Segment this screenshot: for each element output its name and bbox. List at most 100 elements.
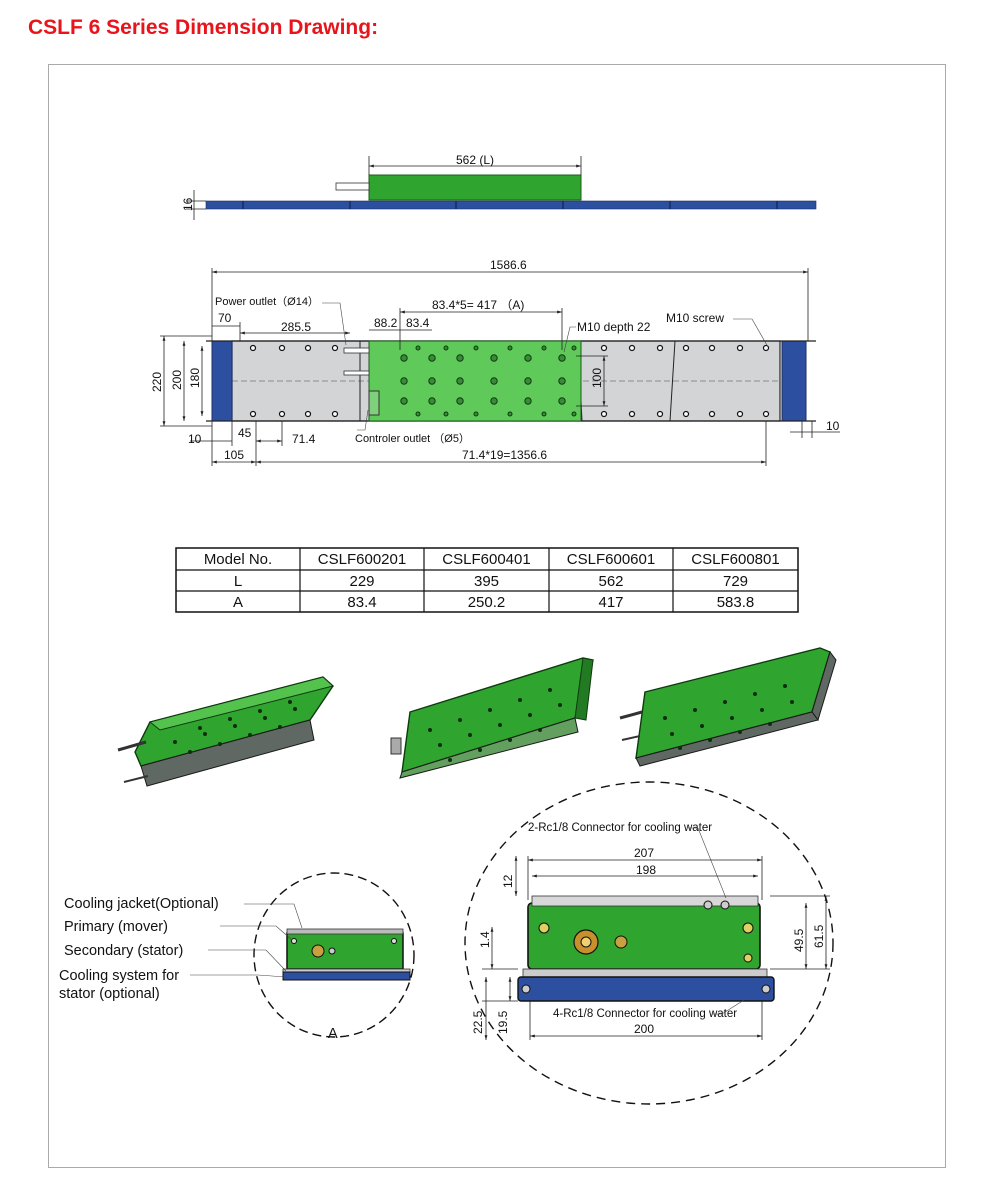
stator-bar-side	[205, 200, 817, 210]
stator-hole	[278, 410, 286, 418]
stator-holes	[249, 344, 770, 418]
pitch-total-label: 71.4*19=1356.6	[462, 448, 547, 462]
stator-hole	[656, 410, 664, 418]
table-cell: 562	[598, 573, 623, 590]
height-220-label: 220	[150, 372, 164, 392]
mover-length-label: 562 (L)	[456, 153, 494, 167]
m10-depth-label: M10 depth 22	[577, 320, 651, 334]
mover-mount-hole	[428, 397, 436, 405]
mover-mount-hole	[428, 354, 436, 362]
controller-outlet-label: Controler outlet （Ø5）	[355, 432, 470, 445]
left-end-cap	[211, 340, 233, 422]
mover-mount-hole	[456, 377, 464, 385]
m10-screw-label: M10 screw	[666, 311, 724, 325]
height-61-label: 61.5	[812, 924, 826, 948]
dim-83-label: 83.4	[406, 316, 430, 330]
mover-small-hole	[541, 411, 547, 417]
drawing-frame	[48, 64, 946, 1168]
offset-70-label: 70	[218, 311, 232, 325]
stator-hole	[628, 344, 636, 352]
mover-mount-hole	[428, 377, 436, 385]
stator-hole	[249, 410, 257, 418]
connector-bottom-label: 4-Rc1/8 Connector for cooling water	[553, 1008, 737, 1020]
mover-mount-hole	[456, 397, 464, 405]
stator-hole	[708, 410, 716, 418]
detail-left: Cooling jacket(Optional) Primary (mover)…	[59, 872, 415, 1042]
table-cell: 417	[598, 594, 623, 611]
mover-small-hole	[507, 411, 513, 417]
hole-pitch-label: 83.4*5= 417 （A)	[432, 298, 524, 312]
mover-mount-hole	[490, 397, 498, 405]
label-cooling-jacket: Cooling jacket(Optional)	[64, 896, 219, 912]
width-200-label: 200	[634, 1022, 654, 1036]
label-secondary-stator: Secondary (stator)	[64, 943, 183, 959]
mover-mount-hole	[524, 377, 532, 385]
mover-mount-hole	[400, 377, 408, 385]
mover-mount-hole	[490, 354, 498, 362]
mover-small-hole	[415, 345, 421, 351]
power-outlet-label: Power outlet（Ø14）	[215, 295, 319, 308]
mover-small-hole	[571, 411, 577, 417]
mover-mount-hole	[558, 354, 566, 362]
stator-hole	[656, 344, 664, 352]
height-12-label: 12	[501, 874, 515, 888]
mover-holes	[400, 345, 577, 417]
mover-connector-box	[368, 390, 380, 416]
width-198-label: 198	[636, 863, 656, 877]
table-header-cell: CSLF600201	[318, 551, 406, 568]
mover-mount-hole	[558, 377, 566, 385]
mover-small-hole	[473, 345, 479, 351]
side-height-label: 16	[181, 197, 195, 211]
cable-outlet	[343, 347, 370, 354]
stator-hole	[736, 344, 744, 352]
dim-10-left-label: 10	[188, 432, 202, 446]
mover-small-hole	[443, 345, 449, 351]
stator-hole	[304, 344, 312, 352]
stator-hole	[600, 344, 608, 352]
height-14-label: 1.4	[478, 931, 492, 948]
table-cell: 729	[723, 573, 748, 590]
table-header-cell: CSLF600401	[442, 551, 530, 568]
detail-right: 2-Rc1/8 Connector for cooling water 207 …	[464, 781, 834, 1105]
table-cell: 395	[474, 573, 499, 590]
mover-cable-stub	[335, 182, 370, 191]
page-title: CSLF 6 Series Dimension Drawing:	[28, 16, 379, 39]
table-header-cell: CSLF600601	[567, 551, 655, 568]
product-view-2	[390, 657, 594, 779]
mover-mount-hole	[400, 354, 408, 362]
table-cell: 229	[349, 573, 374, 590]
width-207-label: 207	[634, 846, 654, 860]
product-view-1	[117, 676, 335, 787]
mover-mount-hole	[456, 354, 464, 362]
label-cooling-system: Cooling system for	[59, 968, 179, 984]
stator-hole	[708, 344, 716, 352]
stator-hole	[600, 410, 608, 418]
plan-view: 1586.6 Power outlet（Ø14） 83.4*5= 417 （A)…	[150, 258, 840, 466]
dim-88-label: 88.2	[374, 316, 398, 330]
mover-mount-hole	[558, 397, 566, 405]
table-cell: L	[234, 573, 242, 590]
right-end-cap	[781, 340, 807, 422]
label-primary-mover: Primary (mover)	[64, 919, 168, 935]
mover-small-hole	[571, 345, 577, 351]
dim-10-right-label: 10	[826, 419, 840, 433]
stator-hole	[331, 344, 339, 352]
product-view-3	[619, 647, 837, 767]
table-header-cell: CSLF600801	[691, 551, 779, 568]
mover-body-side	[368, 174, 582, 201]
connector-top-label: 2-Rc1/8 Connector for cooling water	[528, 822, 712, 834]
mover-small-hole	[443, 411, 449, 417]
dim-105-label: 105	[224, 448, 244, 462]
table-cell: 250.2	[468, 594, 506, 611]
table-cell: 83.4	[347, 594, 376, 611]
label-cooling-system-2: stator (optional)	[59, 986, 160, 1002]
dim-71-label: 71.4	[292, 432, 316, 446]
stator-hole	[331, 410, 339, 418]
height-22-label: 22.5	[471, 1010, 485, 1034]
mover-mount-hole	[524, 354, 532, 362]
mover-small-hole	[473, 411, 479, 417]
stator-hole	[682, 410, 690, 418]
height-200-label: 200	[170, 370, 184, 390]
